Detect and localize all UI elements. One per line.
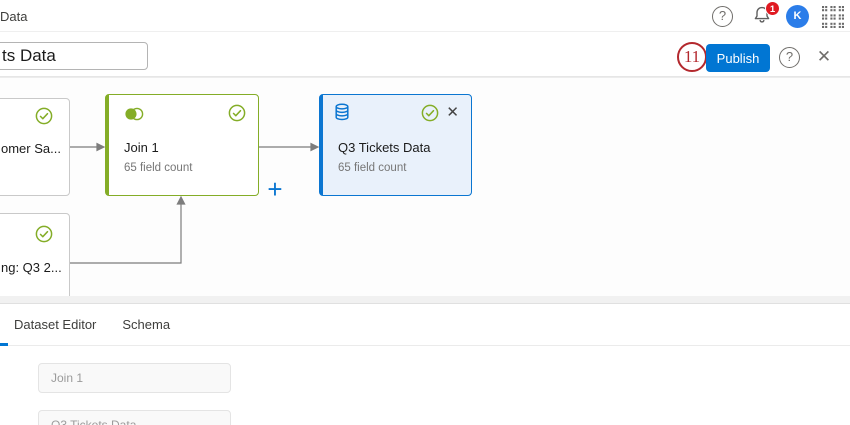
output-name-field[interactable]: [38, 410, 231, 425]
node-join-1[interactable]: Join 1 65 field count: [105, 94, 259, 196]
dataflow-canvas: omer Sa... Join 1 65 field count: [0, 77, 850, 296]
node-input-q3[interactable]: ng: Q3 2...: [0, 213, 70, 296]
check-circle-icon: [35, 225, 53, 243]
check-circle-icon: [35, 107, 53, 125]
tab-dataset-editor[interactable]: Dataset Editor: [14, 317, 97, 332]
page-title: Data: [0, 9, 28, 24]
app-launcher-icon[interactable]: [822, 6, 844, 33]
remove-node-icon[interactable]: ✕: [446, 104, 459, 121]
active-tab-indicator: [0, 343, 8, 346]
notification-badge: 1: [765, 1, 780, 16]
check-circle-icon: [228, 104, 246, 122]
tutorial-step-annotation: 11: [677, 42, 707, 72]
avatar[interactable]: K: [786, 5, 809, 28]
join-icon: [124, 106, 144, 127]
canvas-bottom-divider: [0, 296, 850, 304]
add-node-button[interactable]: +: [267, 174, 283, 204]
node-field-count: 65 field count: [124, 162, 193, 174]
database-icon: [334, 103, 350, 127]
dataset-name-input[interactable]: [0, 42, 148, 70]
help-icon[interactable]: ?: [712, 6, 733, 27]
node-title: omer Sa...: [1, 141, 61, 156]
node-title: ng: Q3 2...: [1, 260, 62, 275]
close-icon[interactable]: ✕: [816, 47, 832, 66]
join-name-field[interactable]: [38, 363, 231, 393]
publish-button[interactable]: Publish: [706, 44, 770, 72]
node-input-customer-sales[interactable]: omer Sa...: [0, 98, 70, 196]
node-q3-tickets-data[interactable]: ✕ Q3 Tickets Data 65 field count: [319, 94, 472, 196]
node-field-count: 65 field count: [338, 162, 407, 174]
dataset-title-bar: 11 Publish ? ✕: [0, 32, 850, 77]
flow-connectors: [70, 142, 320, 264]
editor-help-icon[interactable]: ?: [779, 47, 800, 68]
check-circle-icon: [422, 104, 439, 122]
node-title: Q3 Tickets Data: [338, 140, 431, 155]
dataset-editor-panel: [0, 346, 850, 425]
panel-tab-bar: Dataset Editor Schema: [0, 304, 850, 346]
top-navigation-bar: Data ? 1 K: [0, 0, 850, 32]
notifications-button[interactable]: 1: [752, 1, 780, 29]
tab-schema[interactable]: Schema: [122, 317, 171, 332]
connector-input2-to-join: [70, 204, 182, 264]
node-title: Join 1: [124, 140, 159, 155]
